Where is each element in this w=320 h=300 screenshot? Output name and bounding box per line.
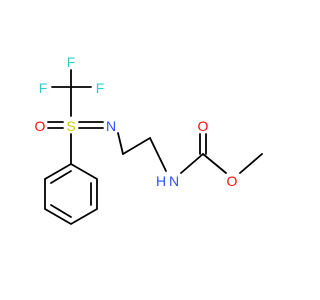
methyl-carbamate-group: N H O O	[156, 118, 263, 189]
bond-nh-c	[180, 153, 204, 174]
atom-n-amide: N	[169, 173, 179, 189]
atom-f-top: F	[67, 54, 76, 70]
phenyl-ring	[44, 133, 98, 226]
trifluoromethyl-group: F F F	[39, 54, 105, 96]
atom-o-carbonyl: O	[198, 118, 209, 134]
bond-ch2-ch2	[122, 137, 151, 155]
ethylene-linker	[117, 132, 167, 172]
bond-ch2-nh	[149, 137, 167, 172]
sulfoximine-core: O S N	[35, 86, 116, 134]
atom-n-imine: N	[106, 118, 116, 134]
atom-s-center: S	[66, 118, 75, 134]
chemical-structure-diagram: F F F O S N N H O O	[35, 54, 263, 226]
bond-n-ch2	[117, 132, 124, 155]
atom-o-ester: O	[227, 173, 238, 189]
phenyl-inner-bond-3	[50, 204, 72, 218]
atom-h-amide: H	[156, 173, 166, 189]
atom-f-left: F	[39, 80, 48, 96]
atom-o-sulfoxide: O	[35, 118, 46, 134]
phenyl-inner-bond-1	[50, 170, 72, 184]
atom-f-right: F	[96, 80, 105, 96]
bond-c-o-single	[202, 153, 227, 174]
phenyl-hexagon	[44, 162, 98, 226]
bond-o-ch3	[239, 153, 263, 174]
